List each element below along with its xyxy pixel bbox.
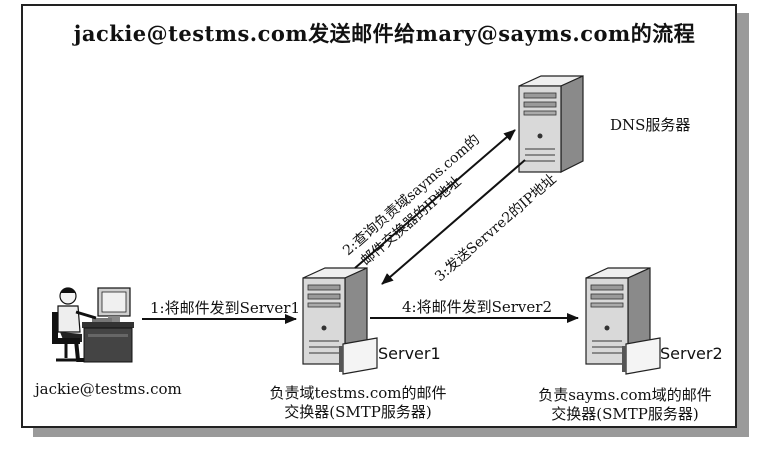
user-at-computer-icon <box>52 287 134 363</box>
server2-desc-line2: 交换器(SMTP服务器) <box>551 405 699 423</box>
server2-desc-line1: 负责sayms.com域的邮件 <box>538 386 712 404</box>
edge-label-step1: 1:将邮件发到Server1 <box>150 299 300 317</box>
server1-name: Server1 <box>378 344 441 363</box>
arrow-step2 <box>354 129 516 269</box>
dns-server-icon <box>518 75 584 173</box>
edge-label-step2-line1: 2:查询负责域sayms.com的 <box>340 132 483 259</box>
server2-icon <box>585 267 661 375</box>
server1-icon <box>302 267 378 375</box>
sender-label: jackie@testms.com <box>35 380 182 398</box>
diagram-title: jackie@testms.com发送邮件给mary@sayms.com的流程 <box>73 21 696 46</box>
edge-label-step4: 4:将邮件发到Server2 <box>402 298 552 316</box>
server1-desc-line2: 交换器(SMTP服务器) <box>284 403 432 421</box>
dns-server-label: DNS服务器 <box>610 116 691 134</box>
server2-name: Server2 <box>660 344 723 363</box>
arrow-step3 <box>381 159 526 285</box>
server1-desc-line1: 负责域testms.com的邮件 <box>269 384 447 402</box>
